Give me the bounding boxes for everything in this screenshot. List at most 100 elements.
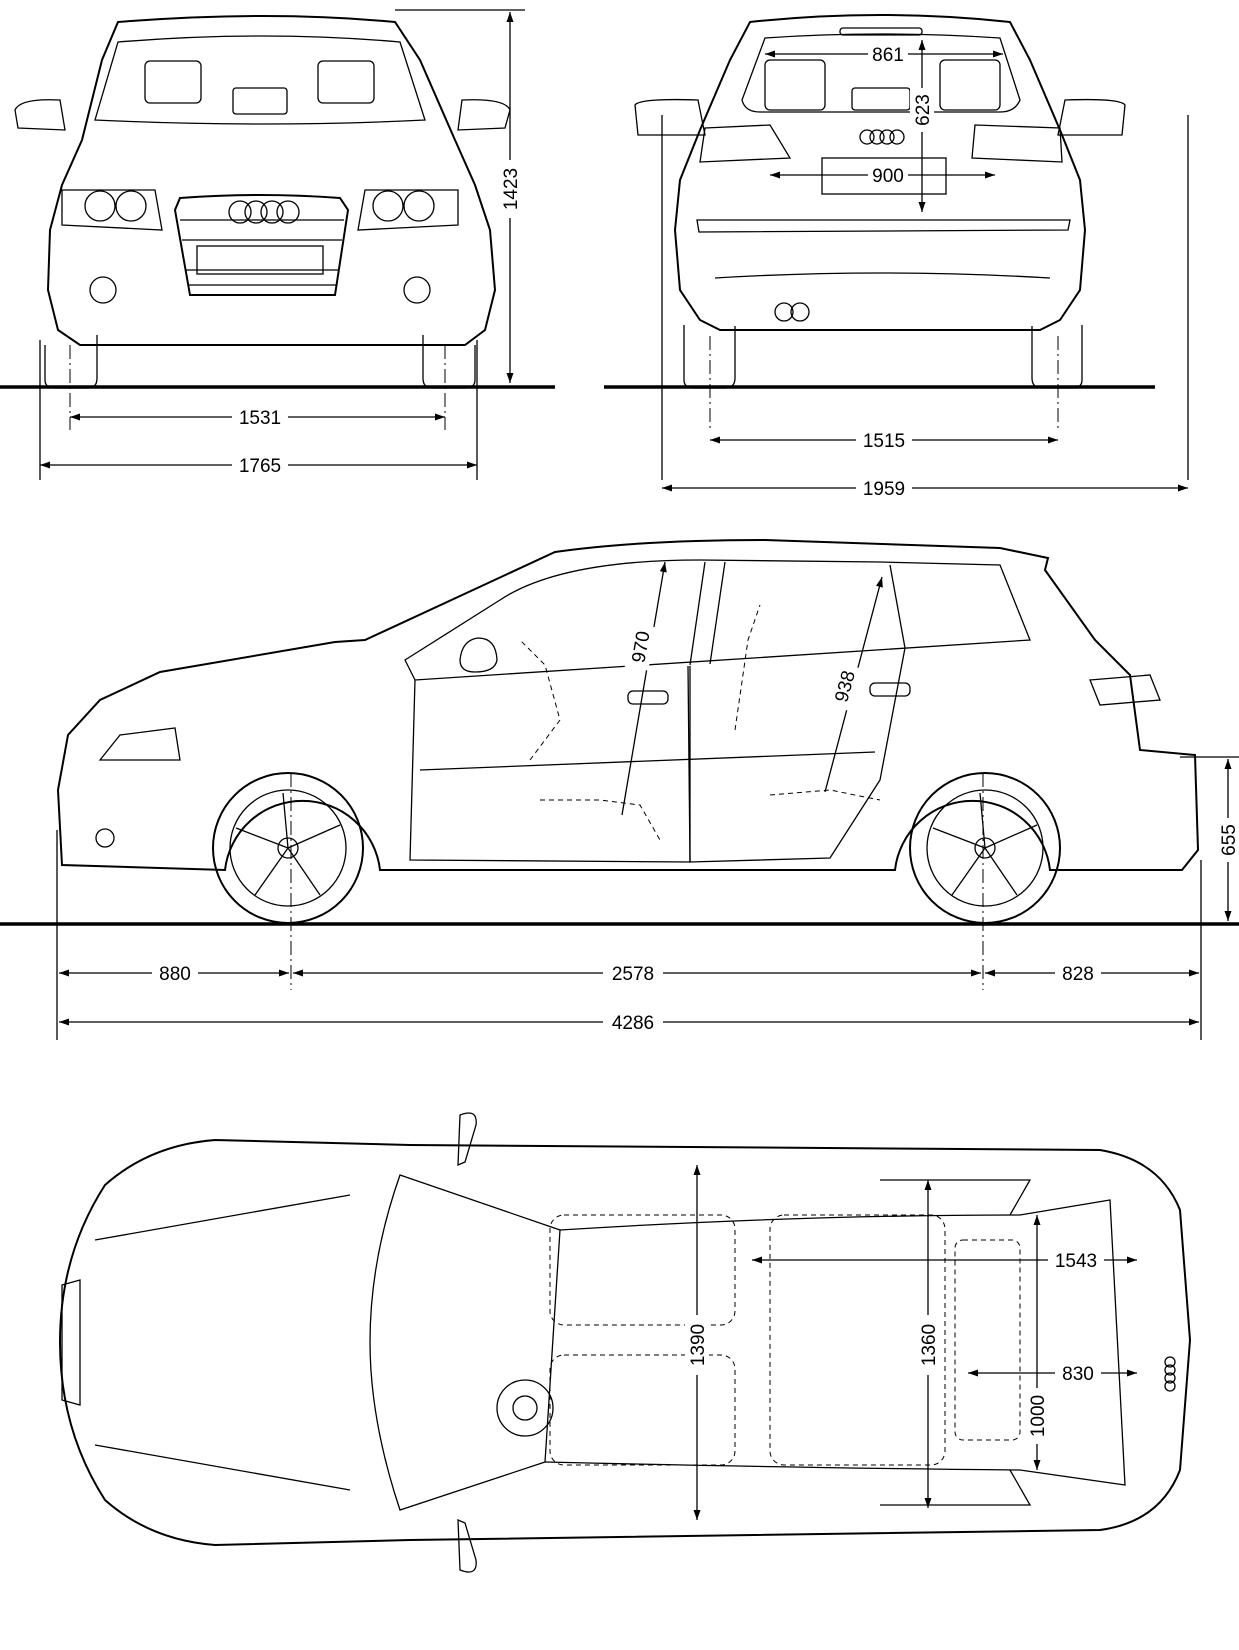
rear-body-outline [673, 14, 1087, 331]
rear-wheel-icon [909, 772, 1061, 924]
dim-rear-headroom: 938 [831, 669, 859, 705]
top-cargo-floor [954, 1239, 1021, 1441]
dim-cargo-length-folded: 1543 [1055, 1251, 1097, 1272]
label-bg [1048, 1248, 1104, 1272]
brand-rings-icon [859, 129, 905, 145]
tire-rear-right [1031, 325, 1083, 389]
rear-seat-cushion [769, 789, 881, 801]
front-wheel-icon [212, 772, 364, 924]
grille-bars [180, 219, 344, 286]
tire-front-right [422, 335, 476, 389]
label-bg [1055, 961, 1101, 985]
b-pillar-inner [709, 561, 726, 665]
headlight-right [357, 189, 459, 231]
top-front-seat-left [549, 1214, 736, 1326]
front-windshield [94, 35, 426, 125]
front-door-handle [627, 690, 669, 705]
mirror-interior [232, 87, 288, 115]
foglight-left [89, 276, 117, 304]
top-mirror-left-icon [457, 1112, 477, 1167]
dim-overall-length: 4286 [612, 1013, 654, 1034]
rear-door [689, 647, 906, 863]
label-bg [916, 1315, 940, 1375]
dim-front-overhang: 880 [159, 964, 191, 985]
dim-sill-height: 655 [1219, 824, 1239, 856]
mirror-left-icon [634, 98, 706, 136]
label-bg [232, 453, 288, 477]
steering-hub [512, 1395, 538, 1421]
headlight-left-lens-2 [115, 190, 147, 222]
front-door [409, 665, 691, 863]
dim-track-front: 1531 [239, 408, 281, 429]
side-foglight [95, 828, 115, 848]
side-taillight [1089, 674, 1161, 706]
label-bg [624, 623, 656, 671]
side-windows [404, 559, 1031, 681]
dim-front-headroom: 970 [628, 630, 654, 665]
mirror-left-icon [14, 99, 66, 131]
dim-tailgate-bottom-width: 900 [872, 166, 904, 187]
dim-width-front: 1765 [239, 456, 281, 477]
exhaust-right-icon [790, 302, 810, 322]
top-front-grille [61, 1279, 81, 1406]
dim-rear-shoulder-width: 1360 [919, 1324, 940, 1366]
front-grille [173, 194, 350, 296]
label-bg [856, 428, 912, 452]
side-mirror-icon [459, 637, 498, 673]
side-body-outline [56, 538, 1200, 872]
hood-crease-bottom [94, 1444, 351, 1491]
brand-rings-icon [1164, 1356, 1176, 1392]
top-rear-bench [769, 1214, 946, 1466]
headlight-right-lens-2 [403, 190, 435, 222]
label-bg [868, 42, 908, 66]
steering-wheel-icon [496, 1379, 554, 1437]
top-front-seat-right [549, 1354, 736, 1466]
label-bg [910, 88, 934, 132]
taillight-right [971, 124, 1063, 163]
hood-crease-top [94, 1194, 351, 1241]
label-bg [856, 476, 912, 500]
front-seat-outline [519, 639, 561, 761]
rear-headrest-right [939, 59, 1001, 111]
door-rubbing-strip [419, 751, 876, 771]
c-pillar [889, 564, 906, 649]
exhaust-left-icon [774, 302, 794, 322]
label-bg [868, 163, 908, 187]
label-bg [1216, 818, 1239, 862]
headlight-left-lens [84, 190, 116, 222]
front-body-outline [46, 15, 497, 346]
label-bg [685, 1315, 709, 1375]
label-bg [232, 405, 288, 429]
front-seat-cushion [540, 799, 661, 841]
dim-tailgate-top-width: 861 [872, 45, 904, 66]
rear-brake-light [839, 27, 923, 36]
top-mirror-right-icon [457, 1518, 477, 1573]
rear-seat-outline [734, 604, 761, 731]
dim-cargo-width: 1000 [1028, 1395, 1049, 1437]
rear-door-handle [869, 682, 911, 697]
label-bg [827, 662, 863, 712]
label-bg [1025, 1388, 1049, 1444]
brand-rings-icon [228, 200, 300, 224]
headrest-left [144, 60, 202, 104]
mirror-right-icon [1057, 98, 1126, 136]
rear-bumper-strip [696, 219, 1071, 233]
top-windshield [369, 1174, 561, 1511]
label-bg [1055, 1361, 1101, 1385]
dim-front-height: 1423 [501, 168, 522, 210]
taillight-left [699, 124, 792, 163]
dim-front-shoulder-width: 1390 [688, 1324, 709, 1366]
rear-window [741, 33, 1021, 113]
dim-track-rear: 1515 [863, 431, 905, 452]
dim-line-front-headroom [621, 561, 667, 816]
headlight-right-lens [372, 190, 404, 222]
label-bg [603, 1010, 663, 1034]
top-view: 1390 1360 1543 830 1000 [58, 1112, 1192, 1573]
rear-view: 861 623 900 1515 1959 [604, 14, 1189, 500]
top-body-outline [58, 1138, 1192, 1547]
top-roof [544, 1199, 1126, 1486]
tire-front-left [44, 335, 98, 389]
rear-headrest-center [851, 87, 911, 111]
foglight-right [403, 276, 431, 304]
